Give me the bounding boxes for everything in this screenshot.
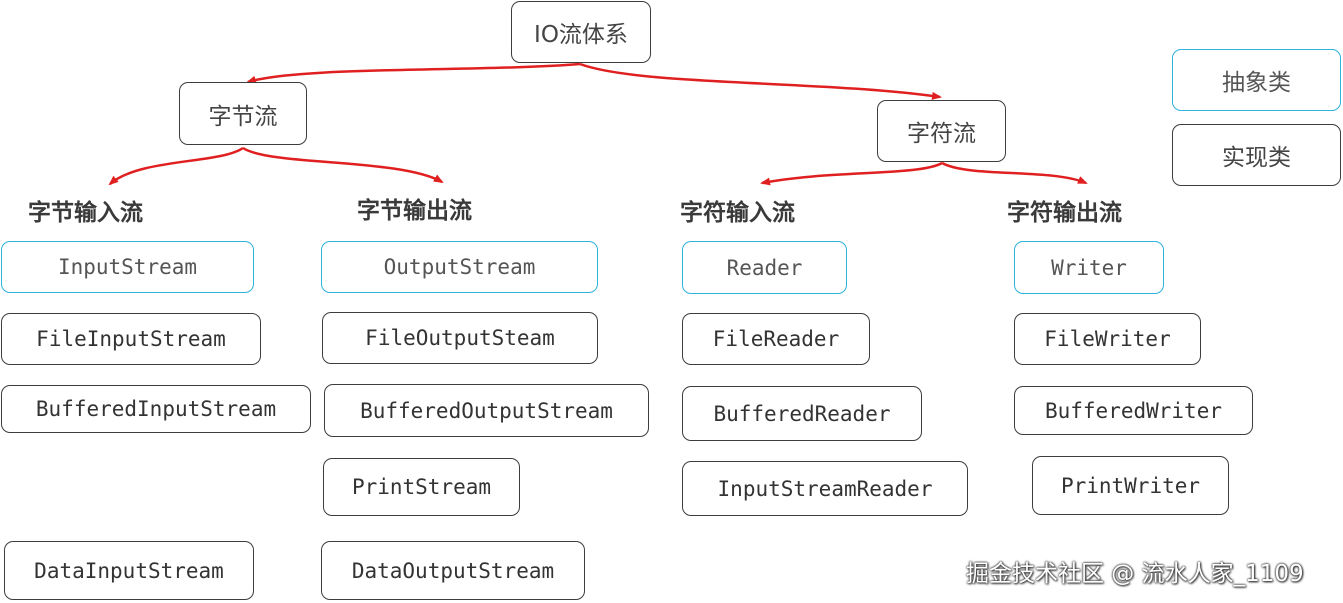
arrow-char-to-output bbox=[941, 161, 1088, 185]
legend-concrete-class: 实现类 bbox=[1172, 124, 1341, 186]
class-input-stream: InputStream bbox=[1, 241, 254, 293]
class-buffered-writer: BufferedWriter bbox=[1014, 386, 1253, 435]
arrow-root-to-char bbox=[579, 62, 942, 100]
class-data-output-stream: DataOutputStream bbox=[321, 541, 585, 600]
char-input-title: 字符输入流 bbox=[680, 199, 795, 226]
arrow-root-to-byte bbox=[246, 62, 581, 84]
class-file-writer: FileWriter bbox=[1014, 313, 1201, 365]
watermark-text: 掘金技术社区 @ 流水人家_1109 bbox=[966, 561, 1304, 587]
byte-output-title: 字节输出流 bbox=[357, 197, 472, 224]
char-output-title: 字符输出流 bbox=[1007, 199, 1122, 226]
arrow-byte-to-input bbox=[108, 146, 244, 186]
char-stream-node: 字符流 bbox=[877, 100, 1006, 162]
class-data-input-stream: DataInputStream bbox=[4, 541, 254, 600]
class-reader: Reader bbox=[682, 241, 847, 294]
class-input-stream-reader: InputStreamReader bbox=[682, 461, 968, 516]
class-print-writer: PrintWriter bbox=[1032, 456, 1229, 515]
class-buffered-output-stream: BufferedOutputStream bbox=[324, 384, 649, 437]
class-file-output-steam: FileOutputSteam bbox=[322, 312, 598, 364]
class-buffered-input-stream: BufferedInputStream bbox=[1, 385, 311, 433]
legend-abstract-class: 抽象类 bbox=[1172, 49, 1341, 111]
root-node: IO流体系 bbox=[511, 1, 651, 63]
arrow-char-to-input bbox=[760, 161, 943, 186]
class-buffered-reader: BufferedReader bbox=[682, 386, 922, 441]
byte-stream-node: 字节流 bbox=[179, 82, 307, 145]
byte-input-title: 字节输入流 bbox=[28, 199, 143, 226]
class-output-stream: OutputStream bbox=[321, 241, 598, 293]
class-writer: Writer bbox=[1014, 241, 1164, 294]
class-file-input-stream: FileInputStream bbox=[1, 313, 261, 365]
arrow-byte-to-output bbox=[242, 146, 444, 184]
class-print-stream: PrintStream bbox=[323, 458, 520, 516]
class-file-reader: FileReader bbox=[682, 313, 870, 365]
